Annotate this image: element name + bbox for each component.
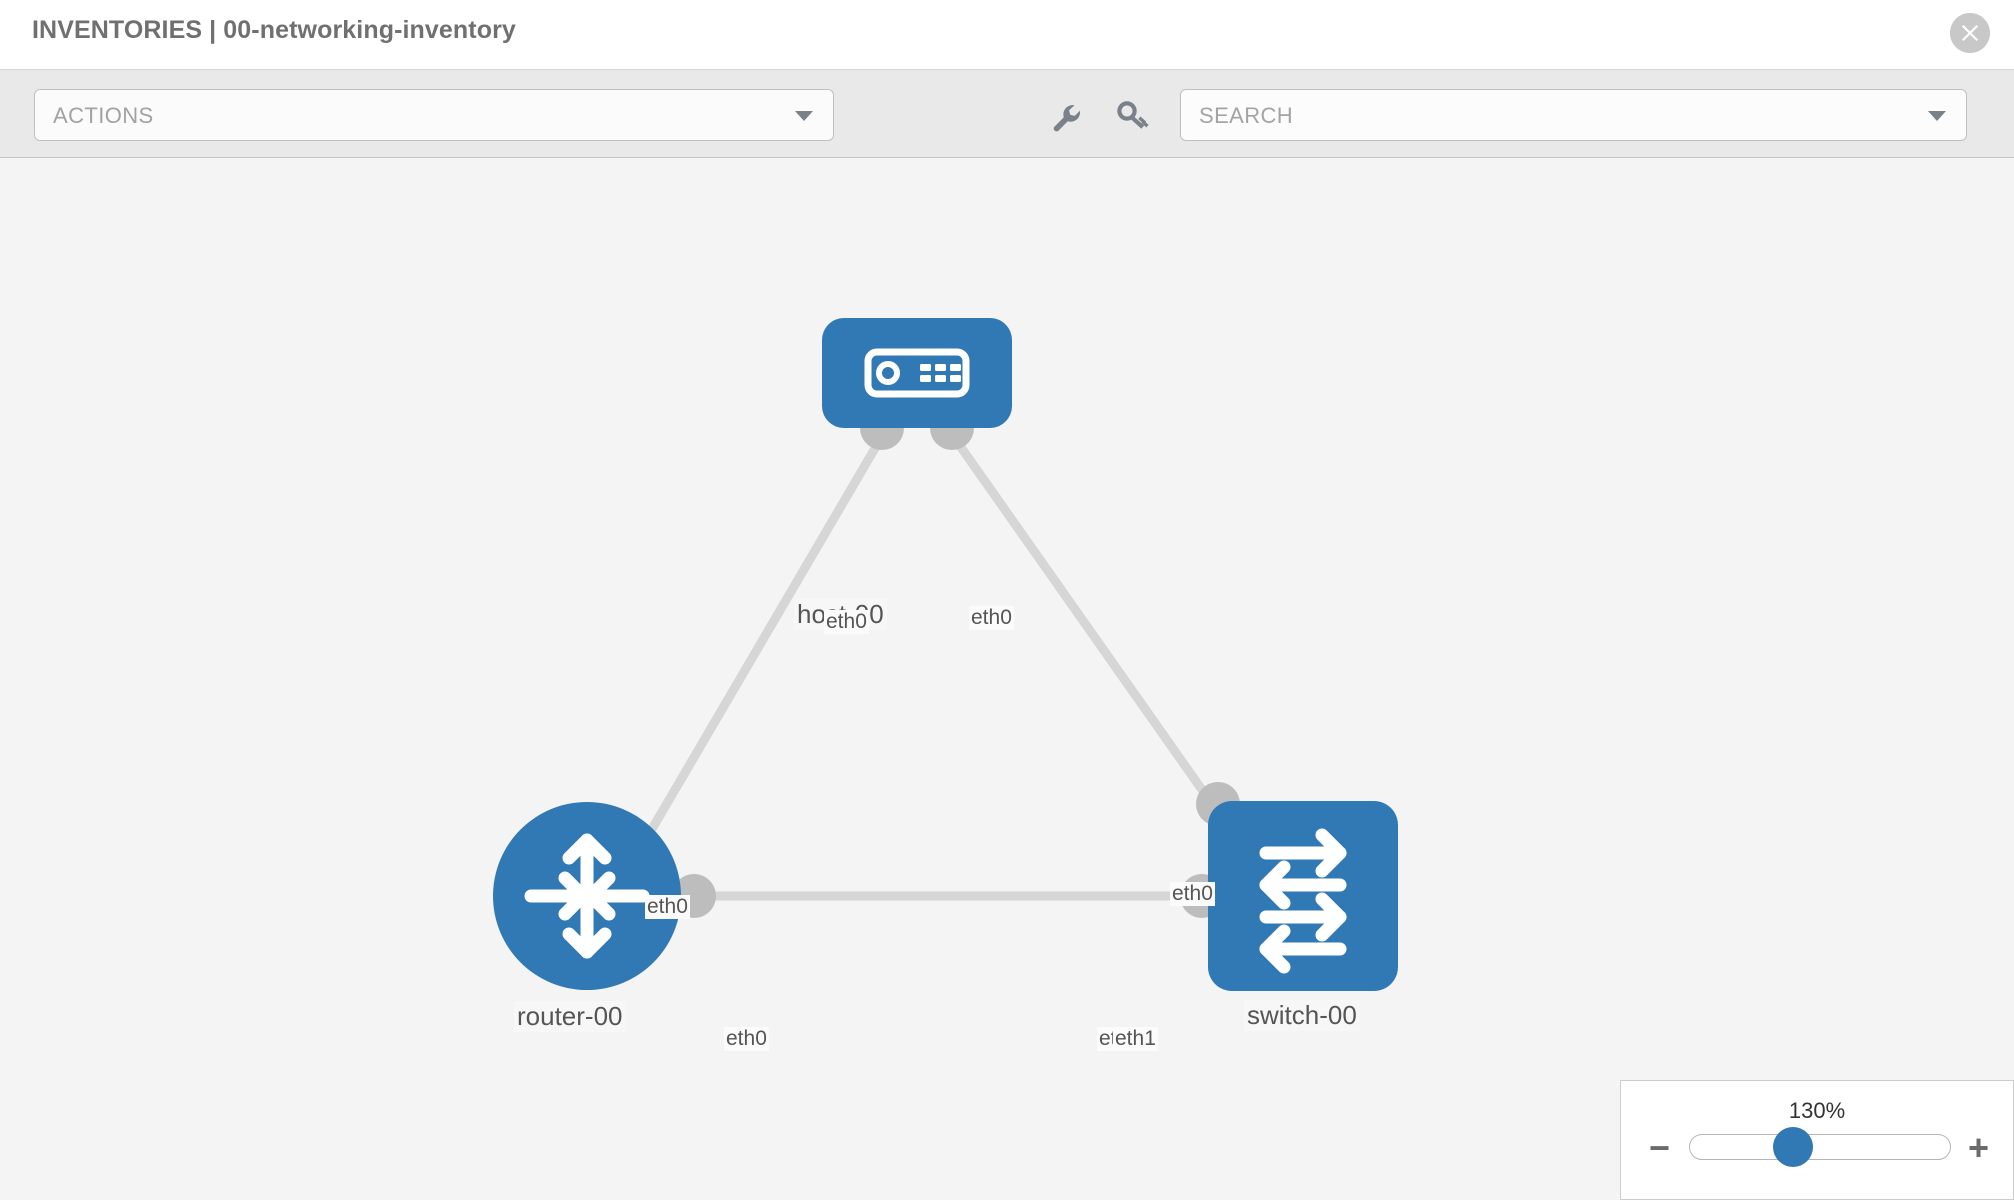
chevron-down-icon[interactable] [1928,111,1946,121]
node-switch-shape [1208,801,1398,991]
actions-dropdown[interactable]: ACTIONS [34,89,834,141]
wrench-icon[interactable] [1045,96,1085,136]
actions-dropdown-label: ACTIONS [53,103,154,128]
four-horizontal-arrows-icon [1259,828,1347,974]
edge-label-host-router-near-host: eth0 [824,610,869,634]
chevron-down-icon [795,111,813,121]
page-title: INVENTORIES | 00-networking-inventory [32,16,516,44]
topology-edges [624,423,1254,901]
zoom-in-button[interactable]: + [1967,1127,1989,1168]
search-input[interactable]: SEARCH [1180,89,1967,141]
search-placeholder: SEARCH [1199,103,1294,128]
edge-label-router-switch-near-router: eth0 [724,1027,769,1051]
topology-node-router-00[interactable]: router-00 [493,802,681,1032]
zoom-level-value: 130% [1788,1098,1846,1123]
edge-label-router-switch-near-switch: eth1 [1113,1027,1158,1051]
close-icon[interactable] [1950,13,1990,53]
zoom-out-button[interactable]: − [1649,1127,1671,1168]
edge-label-host-router-near-router: eth0 [645,895,690,919]
four-arrows-inward-icon [524,833,650,959]
edge-host-switch [942,423,1254,861]
page-header: INVENTORIES | 00-networking-inventory [0,0,2014,70]
key-icon[interactable] [1113,96,1153,136]
toolbar: ACTIONS SEARCH [0,70,2014,158]
topology-node-host-00[interactable]: host-00 [794,318,1012,630]
edge-host-router [624,423,892,873]
topology-canvas[interactable]: host-00 [0,158,2014,1200]
node-host-shape [822,318,1012,428]
topology-node-switch-00[interactable]: switch-00 [1208,801,1398,1031]
edge-label-host-switch-near-host: eth0 [969,606,1014,630]
server-device-icon [864,348,970,398]
zoom-control-panel: 130% − + [1620,1080,2014,1200]
zoom-slider-track[interactable] [1689,1134,1951,1160]
zoom-slider-thumb[interactable] [1773,1127,1813,1167]
node-label-switch-00: switch-00 [1244,1000,1360,1031]
edge-label-host-switch-near-switch: eth0 [1170,882,1215,906]
node-label-router-00: router-00 [514,1001,626,1032]
